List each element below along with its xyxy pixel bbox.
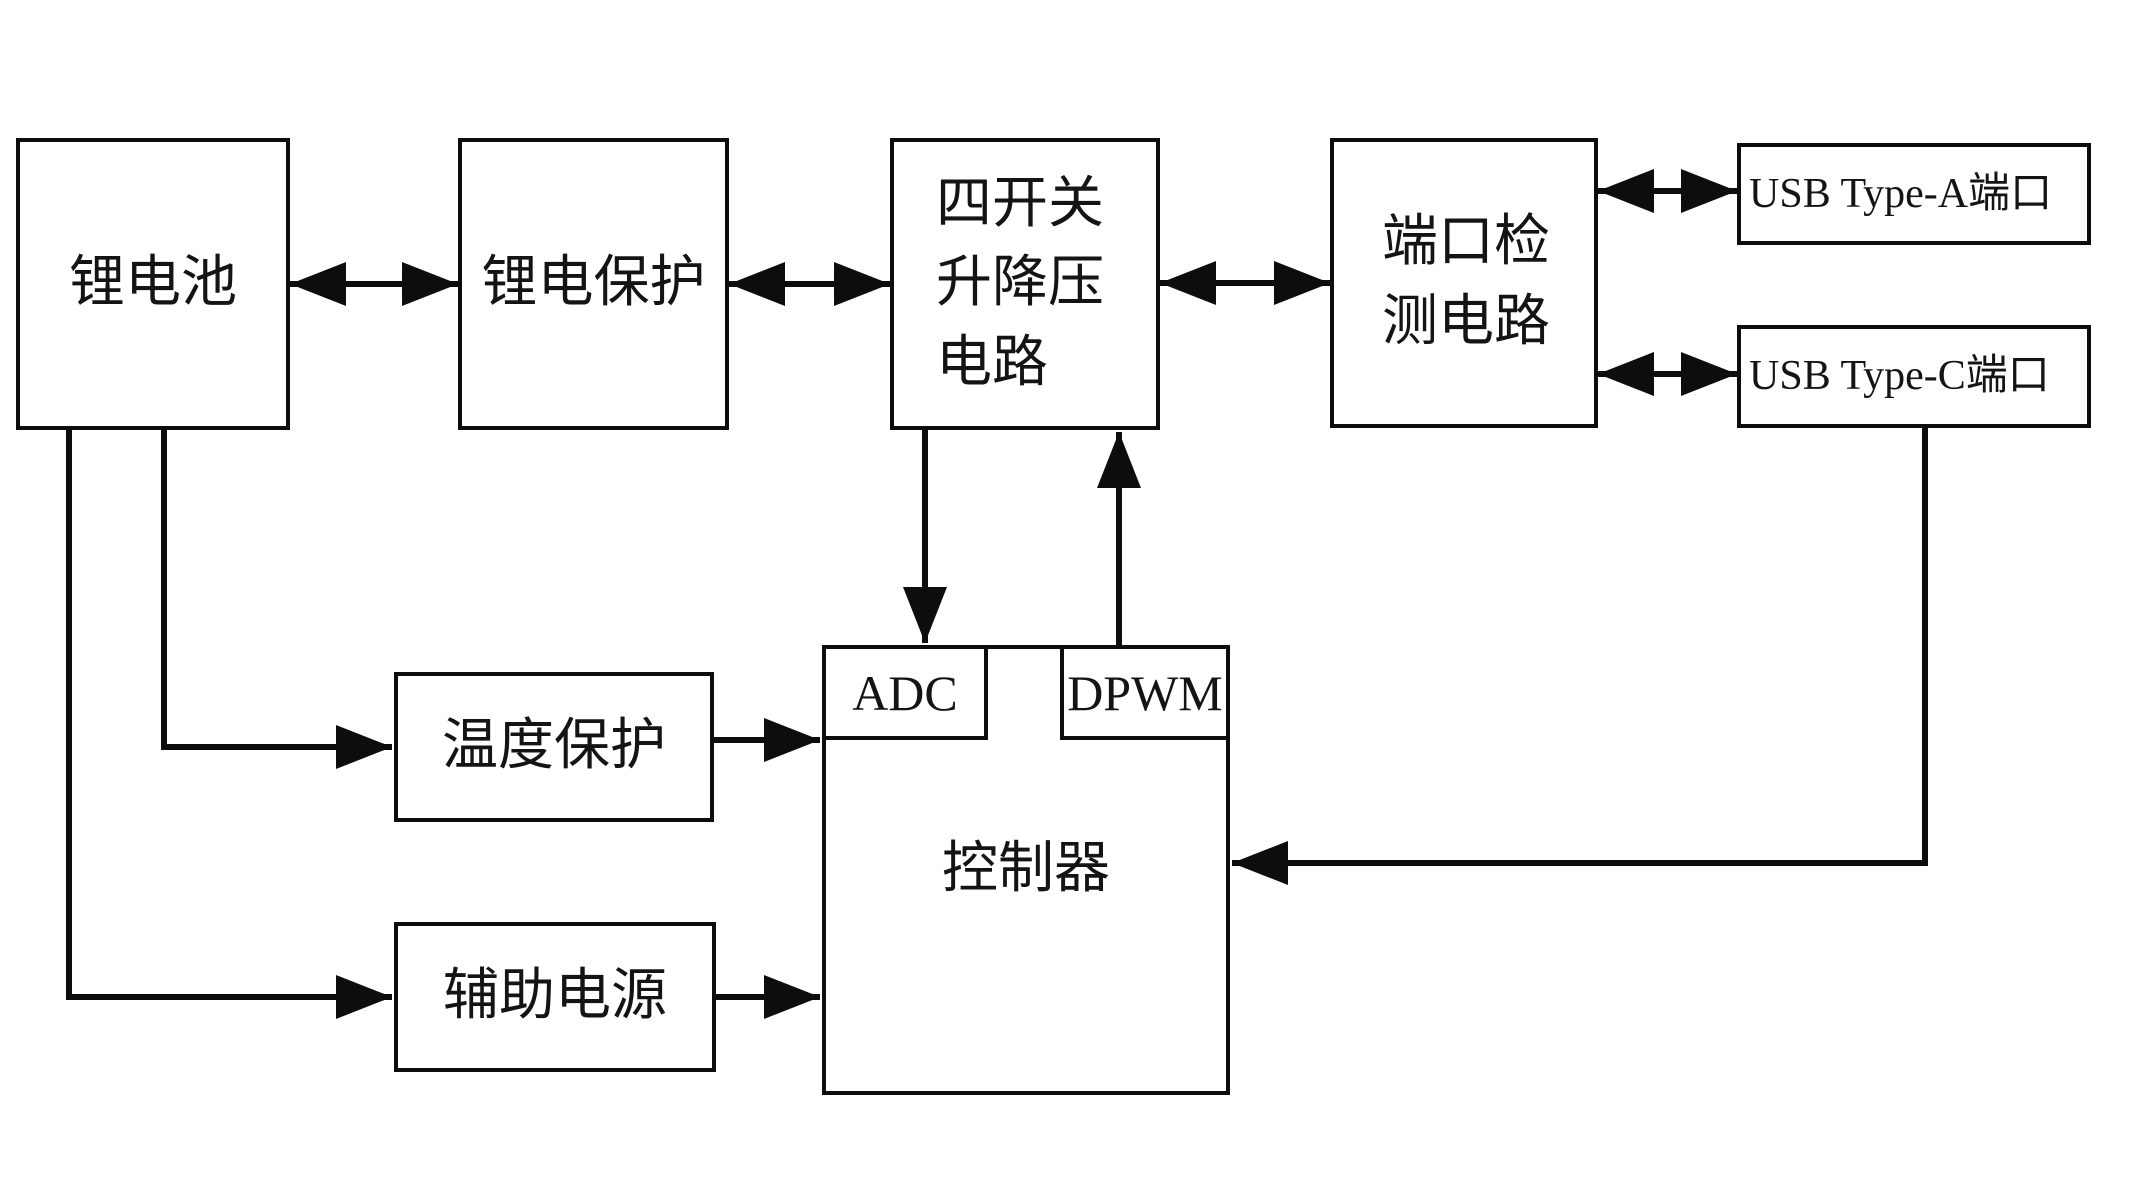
block-buck-boost-label: 四开关 升降压 电路 — [936, 172, 1104, 394]
block-usb-type-c-label: USB Type-C端口 — [1749, 353, 2050, 400]
block-battery-protection: 锂电保护 — [458, 138, 729, 430]
block-port-detection: 端口检 测电路 — [1330, 138, 1598, 428]
block-adc-label: ADC — [852, 664, 958, 721]
block-port-detection-label: 端口检 测电路 — [1382, 211, 1550, 353]
block-temp-protection-label: 温度保护 — [442, 715, 666, 778]
block-battery-label: 锂电池 — [69, 252, 237, 315]
block-dpwm-label: DPWM — [1067, 664, 1223, 721]
block-dpwm: DPWM — [1060, 645, 1230, 740]
block-battery-protection-label: 锂电保护 — [481, 252, 706, 315]
connector-battery-auxpower — [66, 426, 392, 1019]
block-aux-power-label: 辅助电源 — [443, 965, 667, 1028]
block-buck-boost: 四开关 升降压 电路 — [890, 138, 1160, 430]
block-temp-protection: 温度保护 — [394, 672, 714, 822]
block-battery: 锂电池 — [16, 138, 290, 430]
block-usb-type-c: USB Type-C端口 — [1737, 325, 2091, 428]
block-usb-type-a: USB Type-A端口 — [1737, 143, 2091, 245]
connector-battery-tempprotect — [161, 426, 392, 769]
block-aux-power: 辅助电源 — [394, 922, 716, 1072]
connector-usbc-controller — [1232, 426, 1928, 885]
block-usb-type-a-label: USB Type-A端口 — [1749, 170, 2053, 217]
block-controller-label: 控制器 — [942, 838, 1110, 901]
block-adc: ADC — [822, 645, 988, 740]
